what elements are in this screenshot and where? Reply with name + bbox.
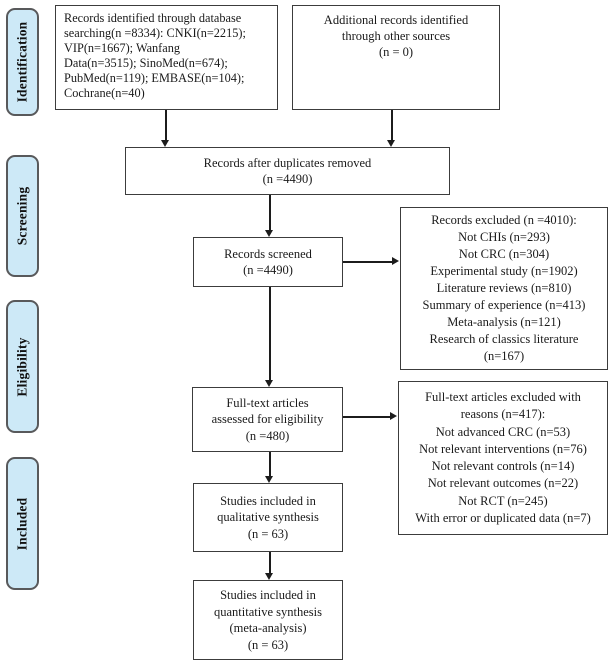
box-records-identified-database-text: Records identified through database sear… <box>64 11 246 100</box>
box-fulltext-excluded: Full-text articles excluded with reasons… <box>398 381 608 535</box>
stage-label-eligibility: Eligibility <box>6 300 39 433</box>
box-additional-records-other-sources-text: Additional records identified through ot… <box>323 13 469 59</box>
arrow-screened-to-excluded-head <box>392 257 399 265</box>
arrow-fulltext-to-excluded-line <box>343 416 391 418</box>
arrow-fulltext-to-qualitative-head <box>265 476 273 483</box>
stage-label-screening: Screening <box>6 155 39 277</box>
box-qualitative-synthesis: Studies included in qualitative synthesi… <box>193 483 343 552</box>
arrow-fulltext-to-excluded-head <box>390 412 397 420</box>
arrow-database-to-dedup-head <box>161 140 169 147</box>
box-records-identified-database: Records identified through database sear… <box>55 5 278 110</box>
arrow-screened-to-fulltext-head <box>265 380 273 387</box>
box-records-excluded: Records excluded (n =4010): Not CHIs (n=… <box>400 207 608 370</box>
arrow-qualitative-to-quantitative-line <box>269 552 271 574</box>
arrow-other-to-dedup-head <box>387 140 395 147</box>
box-quantitative-synthesis: Studies included in quantitative synthes… <box>193 580 343 660</box>
box-records-after-duplicates-removed: Records after duplicates removed (n =449… <box>125 147 450 195</box>
box-records-excluded-text: Records excluded (n =4010): Not CHIs (n=… <box>422 213 586 363</box>
stage-label-eligibility-text: Eligibility <box>14 336 30 397</box>
arrow-fulltext-to-qualitative-line <box>269 452 271 477</box>
arrow-database-to-dedup-line <box>165 110 167 141</box>
box-quantitative-synthesis-text: Studies included in quantitative synthes… <box>214 588 322 652</box>
arrow-other-to-dedup-line <box>391 110 393 141</box>
stage-label-included: Included <box>6 457 39 590</box>
arrow-dedup-to-screened-head <box>265 230 273 237</box>
box-fulltext-assessed-text: Full-text articles assessed for eligibil… <box>211 395 324 443</box>
stage-label-identification-text: Identification <box>14 21 30 103</box>
box-records-screened: Records screened (n =4490) <box>193 237 343 287</box>
stage-label-identification: Identification <box>6 8 39 116</box>
arrow-dedup-to-screened-line <box>269 195 271 231</box>
box-fulltext-assessed: Full-text articles assessed for eligibil… <box>192 387 343 452</box>
box-records-screened-text: Records screened (n =4490) <box>224 246 312 278</box>
box-additional-records-other-sources: Additional records identified through ot… <box>292 5 500 110</box>
box-fulltext-excluded-text: Full-text articles excluded with reasons… <box>415 390 591 526</box>
stage-label-screening-text: Screening <box>14 186 30 246</box>
box-records-after-duplicates-removed-text: Records after duplicates removed (n =449… <box>203 155 372 187</box>
arrow-screened-to-excluded-line <box>343 261 393 263</box>
arrow-screened-to-fulltext-line <box>269 287 271 380</box>
box-qualitative-synthesis-text: Studies included in qualitative synthesi… <box>217 493 319 541</box>
stage-label-included-text: Included <box>14 497 30 550</box>
arrow-qualitative-to-quantitative-head <box>265 573 273 580</box>
